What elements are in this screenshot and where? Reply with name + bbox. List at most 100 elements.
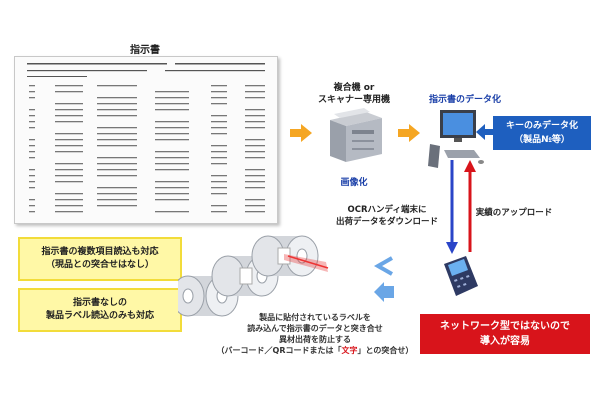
doc-table-cell bbox=[55, 211, 83, 213]
light-blue-arrows-left bbox=[373, 256, 394, 302]
doc-table-cell bbox=[29, 169, 35, 171]
doc-table-cell bbox=[245, 127, 265, 129]
matching-description: 製品に貼付されているラベルを 読み込んで指示書のデータと突き合せ 異材出荷を防止… bbox=[190, 312, 440, 356]
doc-table-cell bbox=[155, 151, 189, 153]
doc-table-cell bbox=[245, 121, 265, 123]
doc-table-cell bbox=[29, 205, 35, 207]
doc-table-cell bbox=[211, 145, 227, 147]
ocr-handheld-terminal-icon bbox=[444, 256, 478, 296]
upload-label: 実績のアップロード bbox=[475, 208, 553, 218]
doc-table-cell bbox=[55, 175, 83, 177]
doc-table-cell bbox=[245, 181, 265, 183]
doc-table-cell bbox=[245, 145, 265, 147]
doc-table-cell bbox=[155, 187, 189, 189]
doc-table-cell bbox=[155, 169, 189, 171]
doc-table-cell bbox=[211, 115, 227, 117]
doc-header-line bbox=[27, 70, 147, 72]
doc-table-cell bbox=[97, 103, 137, 105]
imaging-label: 画像化 bbox=[340, 178, 368, 188]
doc-table-cell bbox=[211, 121, 227, 123]
doc-table-cell bbox=[211, 85, 227, 87]
doc-table-cell bbox=[245, 139, 265, 141]
doc-table-cell bbox=[55, 193, 83, 195]
blue-arrow-to-pc bbox=[476, 124, 494, 140]
network-line1: ネットワーク型ではないので bbox=[440, 321, 570, 332]
doc-table-cell bbox=[211, 187, 227, 189]
doc-table-cell bbox=[97, 163, 137, 165]
arrow-left-icon bbox=[374, 282, 394, 302]
doc-table-cell bbox=[55, 91, 83, 93]
doc-table-cell bbox=[97, 193, 137, 195]
doc-table-cell bbox=[29, 109, 35, 111]
description-line1: 製品に貼付されているラベルを bbox=[259, 313, 371, 322]
doc-table-cell bbox=[211, 127, 227, 129]
doc-table-cell bbox=[29, 85, 35, 87]
doc-table-cell bbox=[211, 163, 227, 165]
label-only-line2: 製品ラベル読込のみも対応 bbox=[45, 311, 154, 321]
doc-table-cell bbox=[97, 169, 137, 171]
instruction-document bbox=[14, 56, 278, 224]
doc-table-cell bbox=[155, 163, 189, 165]
doc-table-cell bbox=[55, 163, 83, 165]
doc-table-cell bbox=[155, 193, 189, 195]
doc-table-cell bbox=[245, 199, 265, 201]
key-data-line1: キーのみデータ化 bbox=[505, 121, 578, 131]
doc-table-cell bbox=[29, 121, 35, 123]
doc-table-cell bbox=[211, 193, 227, 195]
upload-arrow-head bbox=[464, 160, 476, 172]
doc-table-cell bbox=[55, 133, 83, 135]
orange-arrow-to-scanner bbox=[290, 124, 312, 142]
doc-table-cell bbox=[29, 145, 35, 147]
doc-table-cell bbox=[245, 205, 265, 207]
document-table-lines bbox=[27, 63, 265, 213]
doc-table-cell bbox=[29, 91, 35, 93]
doc-table-cell bbox=[97, 115, 137, 117]
digitize-label: 指示書のデータ化 bbox=[428, 95, 501, 105]
description-line3: 異材出荷を防止する bbox=[279, 335, 351, 344]
doc-table-cell bbox=[97, 97, 137, 99]
doc-table-cell bbox=[155, 91, 189, 93]
label-only-line1: 指示書なしの bbox=[72, 298, 127, 308]
doc-table-cell bbox=[55, 115, 83, 117]
doc-table-cell bbox=[245, 169, 265, 171]
doc-table-cell bbox=[97, 139, 137, 141]
network-callout: ネットワーク型ではないので 導入が容易 bbox=[420, 314, 590, 354]
doc-table-cell bbox=[55, 103, 83, 105]
multi-item-callout: 指示書の複数項目読込も対応 （現品との突合せはなし） bbox=[18, 237, 182, 281]
download-arrow-head bbox=[446, 242, 458, 254]
doc-table-cell bbox=[55, 199, 83, 201]
doc-table-cell bbox=[97, 133, 137, 135]
chevron-left-icon bbox=[373, 256, 393, 276]
product-rolls-illustration bbox=[178, 235, 329, 317]
doc-table-cell bbox=[97, 157, 137, 159]
scan-laser bbox=[287, 255, 329, 269]
doc-table-cell bbox=[245, 187, 265, 189]
doc-table-cell bbox=[155, 139, 189, 141]
doc-table-cell bbox=[55, 145, 83, 147]
doc-table-cell bbox=[245, 175, 265, 177]
doc-table-cell bbox=[55, 169, 83, 171]
doc-table-cell bbox=[97, 175, 137, 177]
doc-table-cell bbox=[55, 139, 83, 141]
doc-table-cell bbox=[155, 109, 189, 111]
document-title: 指示書 bbox=[130, 45, 160, 56]
doc-table-cell bbox=[97, 205, 137, 207]
doc-table-cell bbox=[245, 97, 265, 99]
doc-table-cell bbox=[211, 103, 227, 105]
doc-header-line bbox=[27, 76, 87, 77]
doc-table-cell bbox=[97, 145, 137, 147]
doc-header-line bbox=[165, 70, 265, 72]
doc-table-cell bbox=[245, 157, 265, 159]
doc-table-cell bbox=[155, 199, 189, 201]
doc-table-cell bbox=[245, 91, 265, 93]
download-label-line2: 出荷データをダウンロード bbox=[336, 217, 439, 227]
doc-table-cell bbox=[155, 127, 189, 129]
doc-table-cell bbox=[29, 199, 35, 201]
scanner-label: 複合機 or スキャナー専用機 bbox=[314, 82, 394, 106]
doc-table-cell bbox=[155, 97, 189, 99]
doc-table-cell bbox=[211, 97, 227, 99]
doc-table-cell bbox=[29, 211, 35, 213]
doc-table-cell bbox=[55, 181, 83, 183]
doc-table-cell bbox=[55, 151, 83, 153]
doc-table-cell bbox=[245, 211, 265, 213]
